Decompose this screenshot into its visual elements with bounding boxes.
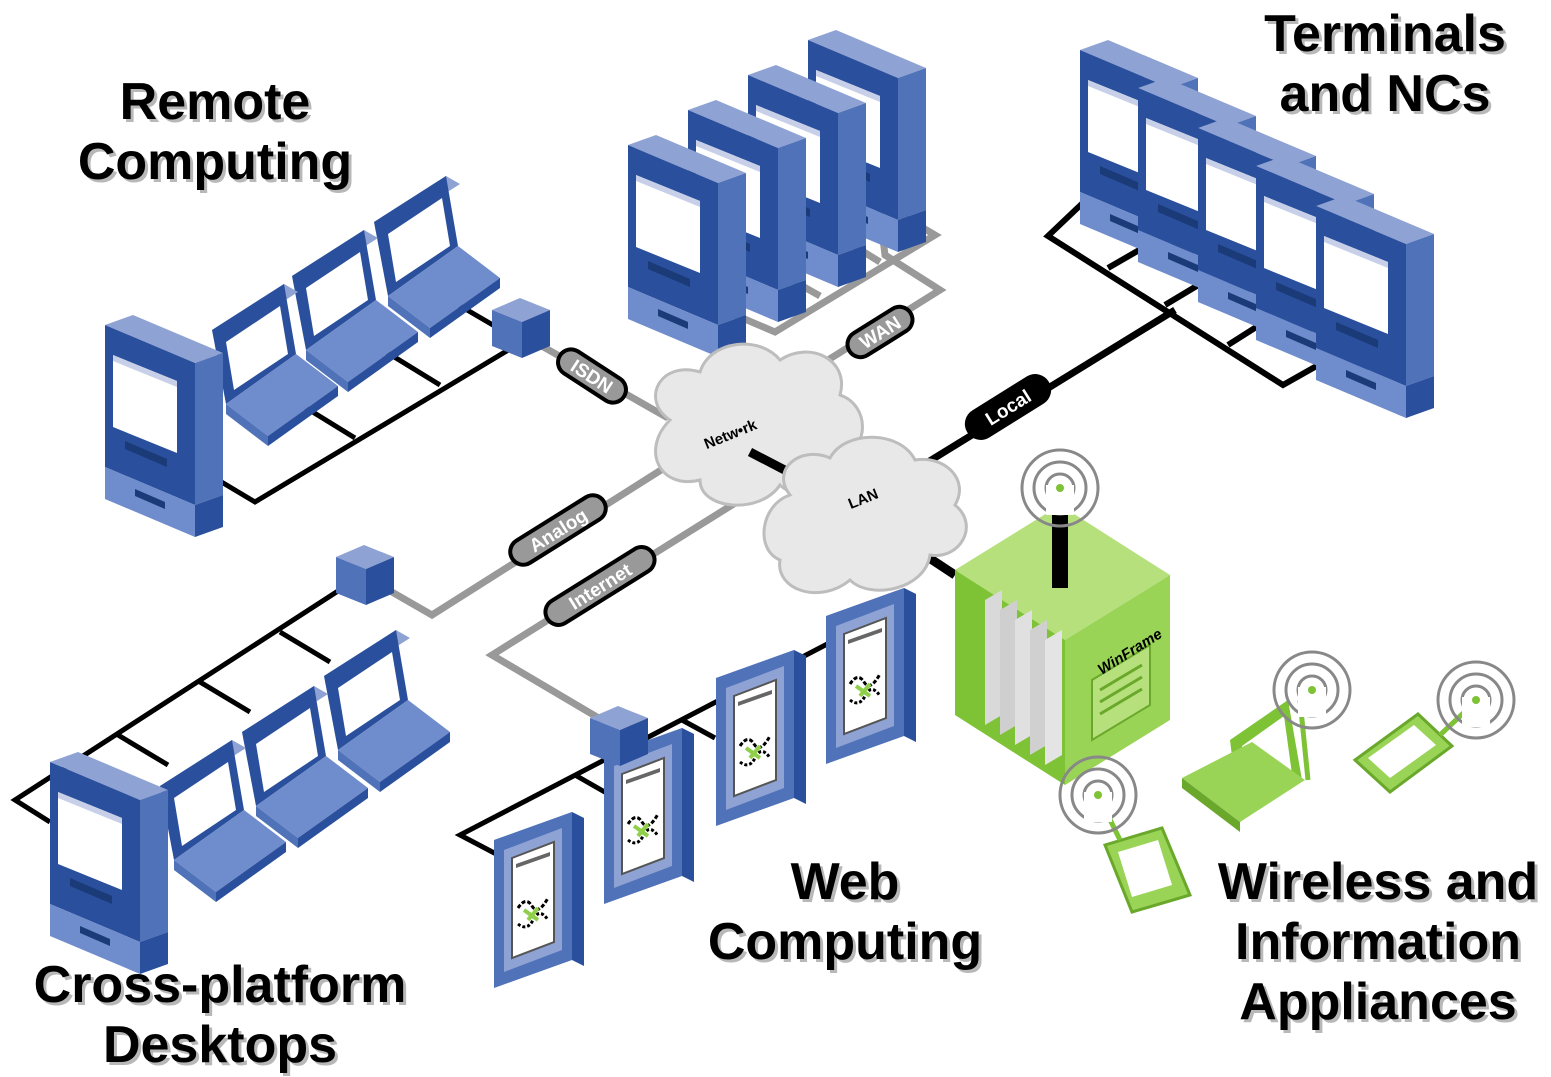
terminals-line1: Terminals	[1264, 5, 1506, 63]
server-rack	[628, 30, 926, 357]
desktop-devices	[50, 545, 450, 974]
wireless-line1: Wireless and	[1217, 853, 1539, 911]
remote-computing-label: Remote Computing	[70, 72, 360, 192]
remote-computing-devices	[105, 176, 550, 537]
remote-computing-line2: Computing	[77, 133, 353, 191]
winframe-signal-icon	[1020, 448, 1100, 528]
lan-cloud	[762, 435, 968, 595]
terminals-label: Terminals and NCs	[1250, 4, 1520, 124]
terminals-line2: and NCs	[1279, 65, 1491, 123]
remote-computing-line1: Remote	[119, 73, 311, 131]
wan-link-label: WAN	[845, 304, 915, 360]
web-computing-line2: Computing	[707, 913, 983, 971]
desktops-line1: Cross-platform	[33, 956, 407, 1014]
web-computing-line1: Web	[790, 853, 900, 911]
web-computing-label: Web Computing	[700, 852, 990, 972]
wireless-line3: Appliances	[1239, 973, 1517, 1031]
winframe-server	[955, 488, 1170, 785]
laptop-signal-icon	[1272, 650, 1352, 730]
local-link-label: Local	[964, 374, 1052, 440]
desktops-line2: Desktops	[102, 1016, 338, 1074]
desktops-label: Cross-platform Desktops	[20, 955, 420, 1075]
handheld-signal-icon	[1058, 755, 1138, 835]
wireless-line2: Information	[1235, 913, 1521, 971]
wireless-label: Wireless and Information Appliances	[1210, 852, 1546, 1032]
pda-signal-icon	[1436, 660, 1516, 740]
isdn-link-label: ISDN	[556, 347, 628, 405]
internet-link-label: Internet	[543, 545, 657, 627]
analog-link-label: Analog	[508, 493, 608, 567]
